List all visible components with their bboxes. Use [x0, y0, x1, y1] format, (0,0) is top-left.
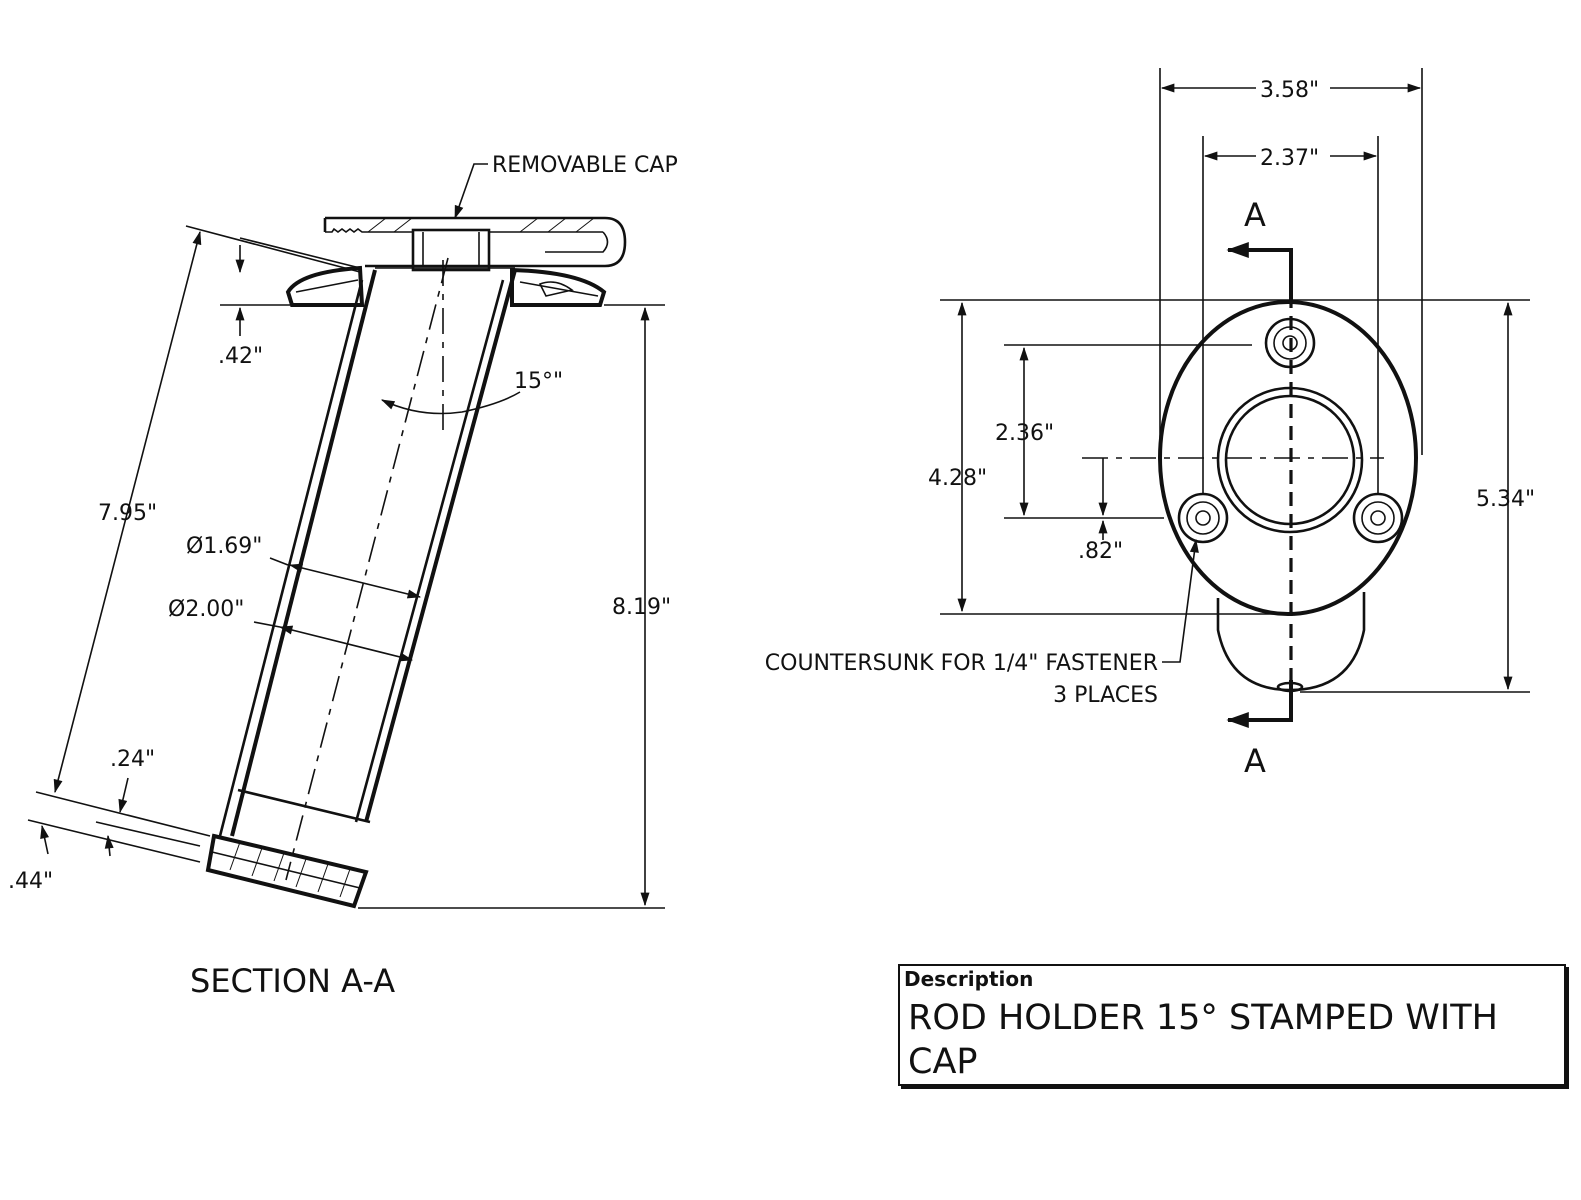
countersunk-note-line2: 3 PLACES: [1053, 683, 1158, 708]
dim-overall-height-right: 5.34": [1476, 487, 1535, 512]
countersunk-hole-right: [1352, 492, 1404, 544]
dim-flange-width: 3.58": [1260, 78, 1319, 103]
section-arrow-bottom: [1226, 680, 1293, 728]
dim-angle: 15°": [514, 369, 563, 394]
top-dimension-lines: [940, 68, 1530, 693]
flange-outline: [1158, 300, 1418, 616]
section-view: REMOVABLE CAP .42" 15°" 7.95" Ø1.69" Ø2.…: [8, 153, 678, 1000]
section-dimension-lines: [27, 163, 665, 909]
section-mark-bottom: A: [1244, 742, 1266, 780]
title-block-label: Description: [904, 967, 1034, 991]
dim-slant-length: 7.95": [98, 501, 157, 526]
section-arrow-top: [1226, 242, 1293, 300]
dim-outer-diameter: Ø2.00": [168, 597, 244, 622]
tube-shape: [205, 257, 517, 909]
flange-shape: [285, 265, 607, 307]
title-block-description: ROD HOLDER 15° STAMPED WITH CAP: [908, 998, 1498, 1082]
dim-overall-height-left: 8.19": [612, 595, 671, 620]
dim-flange-height-left: .42": [218, 344, 263, 369]
dim-flange-height-right: 4.28": [928, 466, 987, 491]
dim-bottom-ring-a: .24": [110, 747, 155, 772]
dim-bottom-ring-b: .44": [8, 869, 53, 894]
title-block: Description ROD HOLDER 15° STAMPED WITH …: [898, 964, 1566, 1086]
top-view: 3.58" 2.37" A A 2.36" 4.28" 5.34" .82" C…: [765, 68, 1535, 780]
section-mark-top: A: [1244, 196, 1266, 234]
countersunk-hole-left: [1177, 492, 1229, 544]
removable-cap-label: REMOVABLE CAP: [492, 153, 678, 178]
dim-inner-diameter: Ø1.69": [186, 534, 262, 559]
removable-cap-shape: [323, 216, 627, 272]
section-title: SECTION A-A: [190, 962, 395, 1000]
dim-hole-offset: .82": [1078, 539, 1123, 564]
countersunk-note-line1: COUNTERSUNK FOR 1/4" FASTENER: [765, 651, 1158, 676]
dim-hole-vertical: 2.36": [995, 421, 1054, 446]
dim-hole-spacing: 2.37": [1260, 146, 1319, 171]
